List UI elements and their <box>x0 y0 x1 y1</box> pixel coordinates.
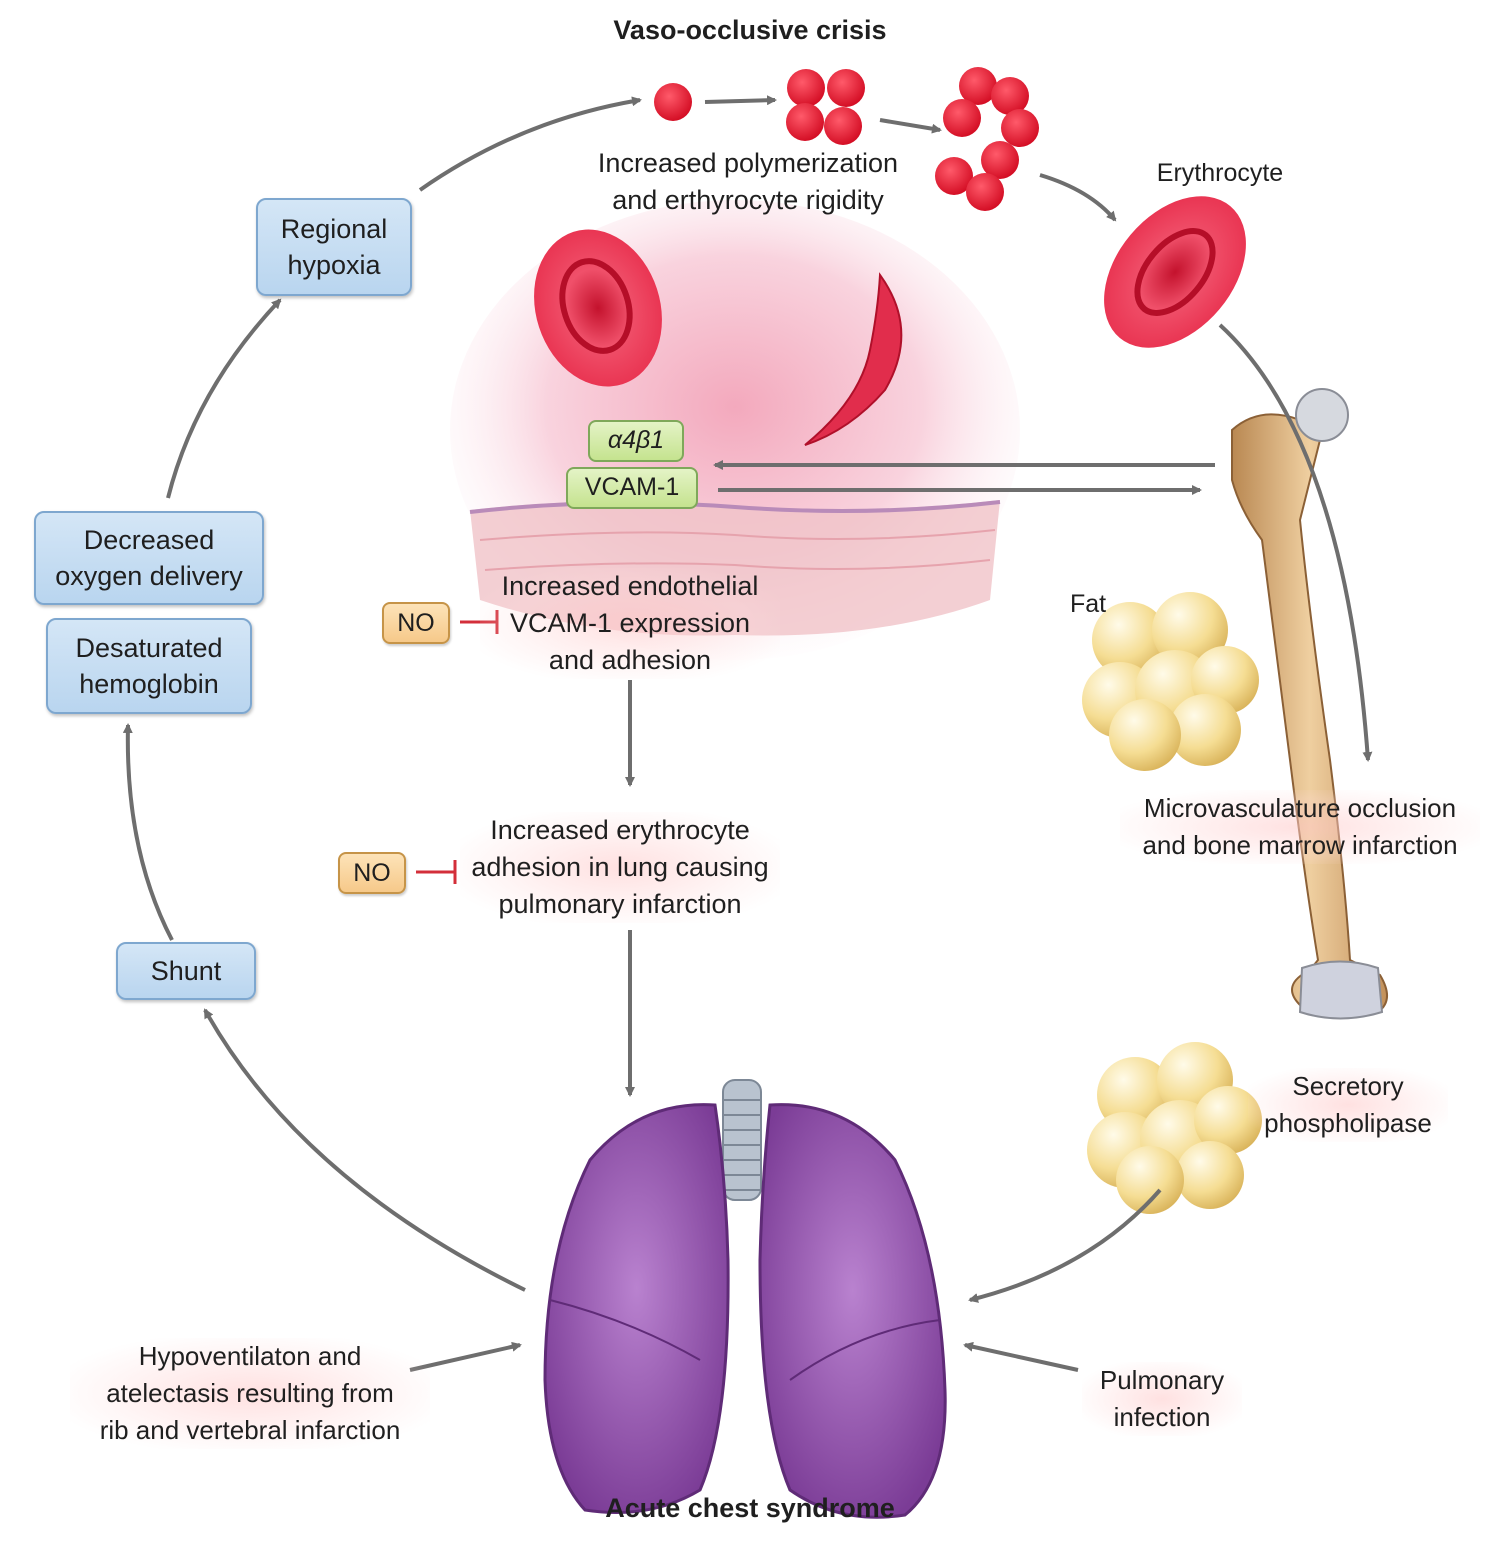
arrow-phospholipase-to-lungs <box>968 1188 1162 1303</box>
diagram-title: Vaso-occlusive crisis <box>613 15 887 45</box>
phospholipase-line-1: Secretory <box>1292 1071 1404 1101</box>
endothelial-line-1: Increased endothelial <box>501 571 759 601</box>
microvasculature-line-1: Microvasculature occlusion <box>1143 793 1457 823</box>
sickle-cell-illustration <box>804 272 903 446</box>
single-rbc-icon <box>654 83 692 121</box>
arrow-shunt-to-hemoglobin <box>122 723 174 941</box>
adhesion-lung-label: Increased erythrocyte adhesion in lung c… <box>460 812 780 923</box>
pulmonary-infection-line-2: infection <box>1113 1402 1211 1432</box>
hypoventilation-line-2: atelectasis resulting from <box>106 1378 394 1408</box>
arrow-oxygen-to-hypoxia <box>166 298 282 499</box>
regional-hypoxia-line-2: hypoxia <box>287 250 381 280</box>
desaturated-hemoglobin-box: Desaturated hemoglobin <box>46 618 252 714</box>
adhesion-lung-line-3: pulmonary infarction <box>498 889 742 919</box>
polymerization-line-1: Increased polymerization <box>597 148 899 178</box>
decreased-oxygen-box: Decreased oxygen delivery <box>34 511 264 605</box>
erythrocyte-label: Erythrocyte <box>1156 159 1284 187</box>
desaturated-hemoglobin-line-2: hemoglobin <box>79 669 219 699</box>
phospholipase-line-2: phospholipase <box>1264 1108 1432 1138</box>
acute-chest-syndrome-title: Acute chest syndrome <box>605 1493 895 1523</box>
hypoventilation-line-3: rib and vertebral infarction <box>99 1415 401 1445</box>
erythrocyte-right-icon <box>1104 196 1246 348</box>
adhesion-lung-line-1: Increased erythrocyte <box>490 815 750 845</box>
regional-hypoxia-line-1: Regional <box>280 214 388 244</box>
no-box-1: NO <box>382 602 450 644</box>
desaturated-hemoglobin-line-1: Desaturated <box>75 633 223 663</box>
phospholipase-label: Secretory phospholipase <box>1248 1068 1448 1142</box>
arrow-rbc-to-cluster <box>704 95 777 106</box>
decreased-oxygen-line-2: oxygen delivery <box>55 561 243 591</box>
fat-label: Fat <box>1069 590 1107 618</box>
no-inhibit-2 <box>416 860 457 884</box>
phospholipase-cluster-icon <box>1087 1042 1262 1214</box>
hypoventilation-line-1: Hypoventilaton and <box>138 1341 362 1371</box>
endothelial-line-2: VCAM-1 expression <box>509 608 751 638</box>
arrow-hypoxia-to-rbc <box>418 96 642 192</box>
fat-cluster-icon <box>1082 592 1259 771</box>
arrow-erythrocyte-to-bone <box>1218 323 1373 762</box>
pulmonary-infection-line-1: Pulmonary <box>1099 1365 1225 1395</box>
endothelial-label: Increased endothelial VCAM-1 expression … <box>480 568 780 679</box>
arrow-infection-to-lungs <box>963 1341 1079 1372</box>
microvasculature-label: Microvasculature occlusion and bone marr… <box>1120 790 1480 864</box>
cycle-arrows <box>122 95 1373 1372</box>
arrow-lungs-to-shunt <box>203 1008 526 1292</box>
decreased-oxygen-line-1: Decreased <box>83 525 215 555</box>
integrin-box: α4β1 <box>588 420 684 462</box>
rbc-cluster-large-icon <box>935 67 1039 211</box>
microvasculature-line-2: and bone marrow infarction <box>1142 830 1458 860</box>
arrow-cluster-to-large <box>879 118 942 134</box>
femur-bone-illustration <box>1231 388 1388 1020</box>
arrow-large-to-erythrocyte <box>1039 173 1117 222</box>
rbc-cluster-small-icon <box>786 69 865 145</box>
lungs-illustration <box>543 1079 947 1519</box>
no-box-2: NO <box>338 852 406 894</box>
adhesion-lung-line-2: adhesion in lung causing <box>471 852 769 882</box>
hypoventilation-label: Hypoventilaton and atelectasis resulting… <box>70 1338 430 1449</box>
pulmonary-infection-label: Pulmonary infection <box>1082 1362 1242 1436</box>
shunt-box: Shunt <box>116 942 256 1000</box>
polymerization-line-2: and erthyrocyte rigidity <box>612 185 884 215</box>
regional-hypoxia-box: Regional hypoxia <box>256 198 412 296</box>
endothelial-line-3: and adhesion <box>548 645 712 675</box>
polymerization-label: Increased polymerization and erthyrocyte… <box>568 145 928 219</box>
erythrocyte-illustration <box>534 229 662 387</box>
vcam-box: VCAM-1 <box>566 467 698 509</box>
